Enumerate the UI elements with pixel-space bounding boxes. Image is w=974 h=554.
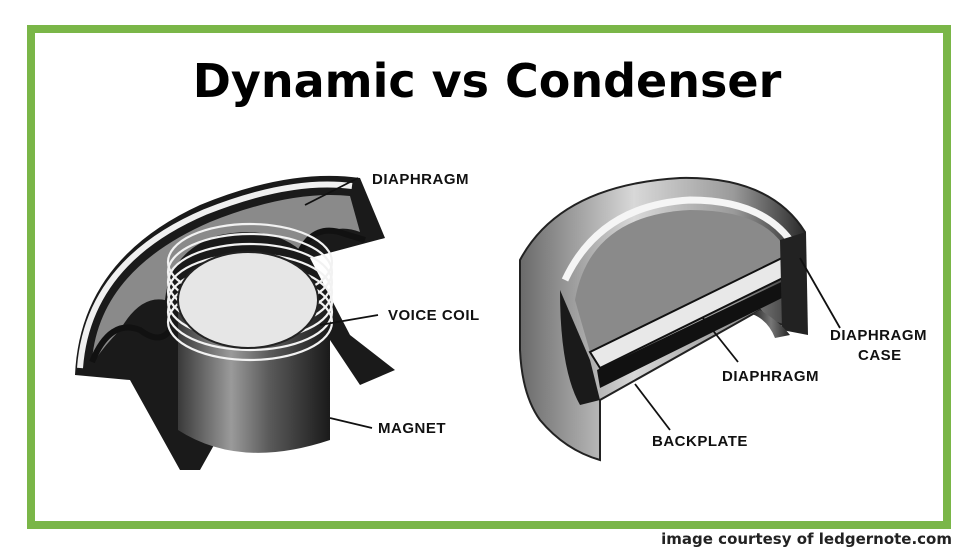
condenser-case-flange: [780, 232, 808, 335]
label-magnet: MAGNET: [378, 420, 446, 437]
condenser-rim: [561, 196, 793, 282]
condenser-backplate: [597, 274, 798, 388]
leader-backplate: [634, 383, 671, 431]
leader-condenser-diaphragm: [702, 317, 739, 363]
condenser-inner-cut: [752, 310, 790, 338]
condenser-diaphragm-disc: [575, 210, 783, 352]
page-title: Dynamic vs Condenser: [192, 54, 782, 108]
label-diaphragm-case-line1: DIAPHRAGM: [830, 327, 927, 344]
label-backplate: BACKPLATE: [652, 433, 748, 450]
dynamic-rim: [77, 181, 353, 369]
dynamic-diaphragm-surface: [92, 195, 360, 360]
dynamic-magnet-top: [177, 251, 319, 349]
label-condenser-diaphragm: DIAPHRAGM: [722, 368, 819, 385]
leader-magnet: [329, 417, 373, 429]
dynamic-microphone: DIAPHRAGM VOICE COIL MAGNET: [75, 171, 480, 470]
condenser-inner-wall: [560, 290, 600, 405]
label-diaphragm-case-line2: CASE: [858, 347, 902, 364]
leader-voice-coil: [319, 314, 379, 326]
image-credit: image courtesy of ledgernote.com: [661, 530, 952, 548]
dynamic-diaphragm-wave: [89, 227, 366, 364]
label-dynamic-diaphragm: DIAPHRAGM: [372, 171, 469, 188]
condenser-microphone: DIAPHRAGM CASE DIAPHRAGM BACKPLATE: [519, 176, 927, 462]
leader-diaphragm-case: [799, 257, 841, 329]
leader-dynamic-diaphragm: [304, 177, 359, 206]
label-voice-coil: VOICE COIL: [388, 307, 480, 324]
